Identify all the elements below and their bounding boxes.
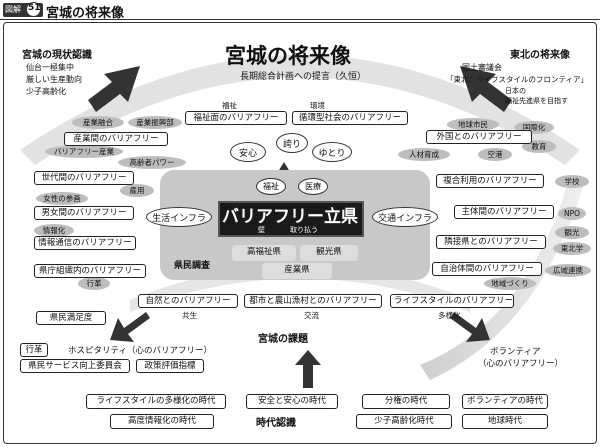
bottom-tag-coexistence: 共生 [182,311,197,320]
figure-header: 図解 51 宮城の将来像 [0,0,600,21]
core-industry: 産業県 [262,263,332,279]
right-tag-wide-area: 広域連携 [545,264,591,277]
current-recognition-heading: 宮城の現状認識 [22,50,92,61]
core-survey: 県民調査 [174,261,211,271]
right-tag-tourism: 観光 [555,226,589,239]
value-pride: 誇り [276,133,308,153]
core-tourism: 観光県 [300,245,358,261]
left-box-industry: 産業間のバリアフリー [64,132,168,146]
figure-number: 51 [28,3,41,13]
current-recognition-line-1: 仙台一極集中 [26,63,74,72]
right-box-municipal: 自治体間のバリアフリー [432,262,542,276]
tohoku-vision-heading: 東北の将来像 [510,50,570,61]
hospitality-label: ホスピタリティ（心のバリアフリー） [68,346,212,356]
left-box-gender: 男女間のバリアフリー [34,206,134,220]
core-transport-infra: 交通インフラ [372,207,438,227]
right-box-multiuse: 複合利用のバリアフリー [436,174,544,188]
arrow-era-head [295,350,321,365]
recycling-barrier-free-box: 循環型社会のバリアフリー [292,111,408,125]
bottom-box-urban-rural: 都市と農山漁村とのバリアフリー [244,294,382,308]
right-tag-talent: 人材育成 [398,148,450,161]
reform-box: 行革 [20,343,48,357]
right-tag-airport: 空港 [478,148,512,161]
right-box-foreign: 外国とのバリアフリー [426,130,532,144]
arrow-era-stem [303,363,313,388]
main-subtitle: 長期総合計画への提言（久恒） [240,72,367,82]
welfare-barrier-free-box: 福祉面のバリアフリー [185,111,287,125]
tohoku-vision-line-1: 国土審議会 [462,63,502,72]
right-tag-global-citizen: 地球市民 [447,118,499,131]
left-tag-elderly-power: 高齢者パワー [118,156,186,169]
issues-heading: 宮城の課題 [258,334,308,345]
era-aging: 少子高齢化時代 [356,414,452,429]
right-box-actors: 主体間のバリアフリー [454,205,554,219]
core-remove: 取り払う [290,226,318,234]
current-recognition-line-2: 厳しい生産動向 [26,75,82,84]
service-committee-box: 県民サービス向上委員会 [20,359,130,373]
era-decentralization: 分権の時代 [362,394,450,409]
value-security: 安心 [230,142,266,162]
policy-index-box: 政策評価指標 [136,359,204,373]
era-volunteer: ボランティアの時代 [462,394,548,409]
era-advanced-info: 高度情報化の時代 [110,414,214,429]
tohoku-vision-line-2: 「東北：ライフスタイルのフロンティア」 [446,75,589,84]
volunteer-line-1: ボランティア [490,347,541,357]
tohoku-vision-note-2: 福祉先進県を目指す [505,97,568,105]
left-tag-industry-promo: 産業振興部 [128,116,182,129]
arrow-top-left [88,66,140,112]
left-tag-reform: 行革 [78,277,110,290]
right-tag-tohoku-studies: 東北学 [553,242,591,255]
left-box-pref-org: 県庁組織内のバリアフリー [34,264,146,278]
welfare-tag: 福祉 [222,101,237,110]
core-title-box [218,201,364,237]
environment-tag: 環境 [310,101,325,110]
figure-number-circle [26,2,41,17]
volunteer-line-2: （心のバリアフリー） [478,359,564,369]
core-medical: 医療 [298,178,328,195]
arrow-top-right [460,66,512,112]
upper-arc [20,55,580,165]
figure-badge-prefix: 図解 [5,5,21,14]
core-life-infra: 生活インフラ [146,207,212,227]
left-box-ict: 情報通信のバリアフリー [34,236,136,250]
right-tag-school: 学校 [555,175,589,188]
right-tag-npo: NPO [558,207,586,220]
left-tag-informatization: 情報化 [34,224,74,237]
header-rule [0,19,600,20]
bottom-tag-exchange: 交流 [304,311,319,320]
diagram-frame [3,22,597,444]
left-tag-women: 女性の参画 [36,192,88,205]
left-tag-industry-fusion: 産業融合 [72,116,124,129]
current-recognition-line-3: 少子高齢化 [26,87,66,96]
left-tag-employment: 雇用 [120,184,154,197]
right-box-neighbor: 隣接県とのバリアフリー [436,235,546,249]
tohoku-vision-note-1: 日本の [505,87,526,95]
era-global: 地球時代 [462,414,548,429]
era-heading: 時代認識 [256,418,296,429]
resident-satisfaction-box: 県民満足度 [36,311,106,325]
era-lifestyle-diversity: ライフスタイルの多様化の時代 [86,394,226,409]
core-welfare: 福祉 [256,178,286,195]
bottom-box-lifestyle: ライフスタイルのバリアフリー [390,294,514,308]
left-box-generation: 世代間のバリアフリー [34,171,134,185]
arrow-bottom-left [110,312,150,342]
era-safety-security: 安全と安心の時代 [246,394,338,409]
value-leisure: ゆとり [312,142,352,162]
main-title: 宮城の将来像 [225,44,351,68]
bottom-tag-diversity: 多様化 [438,311,461,320]
core-high-welfare: 高福祉県 [232,245,296,261]
figure-title: 宮城の将来像 [46,6,125,21]
core-title: バリアフリー立県 [222,207,358,227]
arrow-bottom-right [450,312,490,342]
right-tag-community: 地域づくり [484,277,536,290]
left-tag-bf-industry: バリアフリー産業 [45,145,123,158]
core-wall: 壁 [258,226,265,234]
bottom-right-sweep [420,175,585,380]
bottom-box-nature: 自然とのバリアフリー [138,294,238,308]
